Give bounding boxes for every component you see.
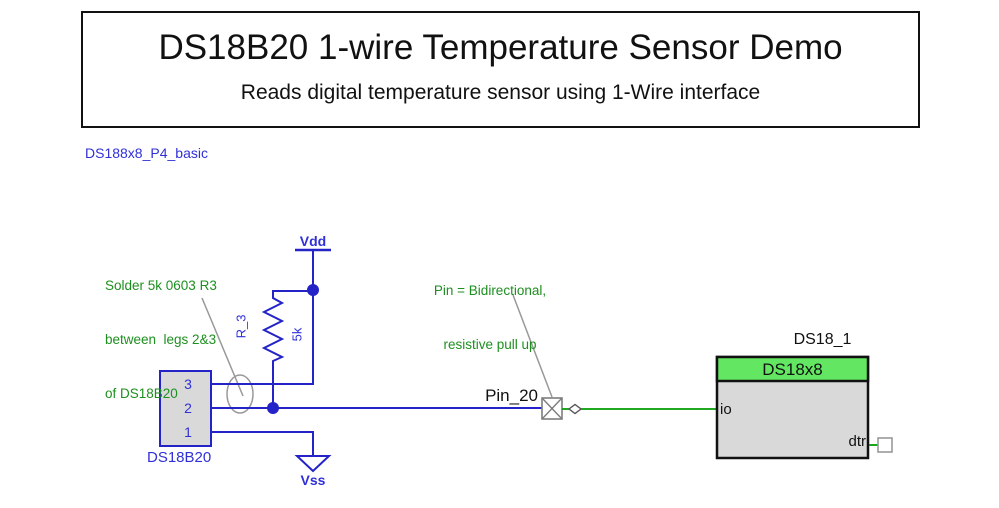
- annotation-solder-note: Solder 5k 0603 R3 between legs 2&3 of DS…: [105, 241, 217, 439]
- resistor-value-label: 5k: [289, 327, 305, 342]
- page-subtitle: Reads digital temperature sensor using 1…: [240, 81, 761, 104]
- wire-pin1-to-vss[interactable]: [211, 431, 314, 456]
- vss-label: Vss: [300, 472, 326, 488]
- dtr-stub-pin[interactable]: [869, 437, 893, 453]
- net-port-label[interactable]: Pin_20: [485, 386, 538, 405]
- solder-note-ellipse: [226, 374, 254, 414]
- sensor-ref-label: DS18B20: [147, 449, 212, 466]
- vss-ground-symbol[interactable]: [294, 455, 332, 473]
- pin-note-pointer-line: [512, 294, 553, 398]
- junction-dot-vdd: [307, 284, 319, 296]
- annotation-line: Solder 5k 0603 R3: [105, 278, 217, 293]
- annotation-line: between legs 2&3: [105, 332, 217, 347]
- resistor-ref-label: R_3: [233, 314, 249, 339]
- annotation-line: Pin = Bidirectional,: [433, 283, 547, 298]
- component-ds18x8-body[interactable]: [715, 355, 870, 460]
- sensor-ds18b20-body[interactable]: [159, 370, 212, 447]
- pin20-terminal-icon[interactable]: [541, 397, 563, 420]
- sheet-name-label[interactable]: DS188x8_P4_basic: [85, 145, 208, 161]
- sensor-pin1-number: 1: [184, 424, 192, 440]
- annotation-line: of DS18B20: [105, 386, 178, 401]
- vdd-label: Vdd: [299, 233, 327, 249]
- component-pin-io-label: io: [720, 401, 732, 418]
- net-direction-diamond-icon: [567, 403, 583, 415]
- component-ref-label: DS18_1: [793, 331, 852, 348]
- title-block: DS18B20 1-wire Temperature Sensor Demo R…: [81, 11, 920, 128]
- sensor-pin3-number: 3: [184, 376, 192, 392]
- annotation-line: resistive pull up: [443, 337, 537, 352]
- annotation-pin-note: Pin = Bidirectional, resistive pull up: [405, 246, 575, 390]
- component-name-label: DS18x8: [762, 360, 823, 379]
- wire-pin3-to-vdd[interactable]: [211, 290, 314, 385]
- resistor-r3-symbol[interactable]: [261, 290, 313, 408]
- component-pin-dtr-label: dtr: [848, 433, 866, 450]
- page-title: DS18B20 1-wire Temperature Sensor Demo: [158, 28, 843, 67]
- sensor-pin2-number: 2: [184, 400, 192, 416]
- vdd-power-symbol[interactable]: [295, 248, 331, 290]
- solder-note-pointer-line: [201, 297, 244, 397]
